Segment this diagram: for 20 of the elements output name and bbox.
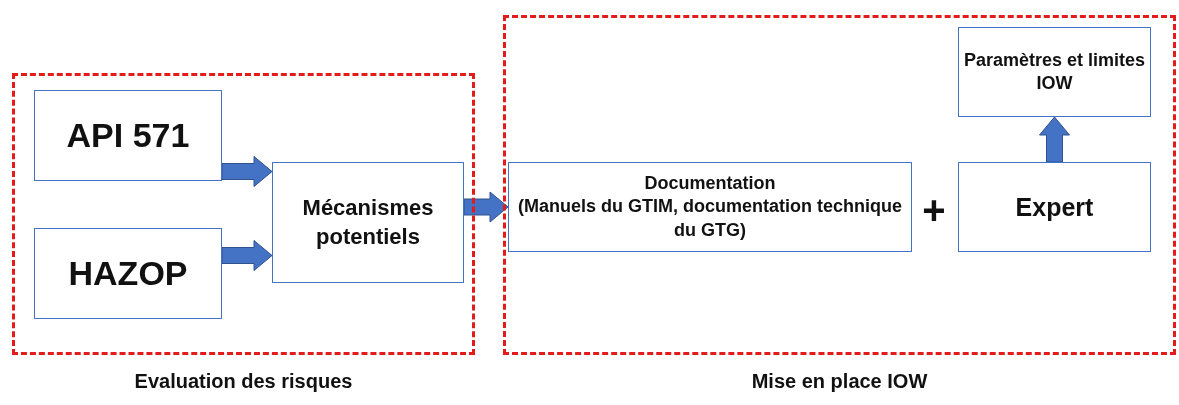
process-box (34, 228, 222, 319)
box-title: Paramètres et limites IOW (963, 48, 1146, 95)
plus-sign: + (921, 188, 947, 232)
block-arrow (221, 240, 273, 271)
block-arrow (1039, 116, 1070, 163)
box-title: HAZOP (68, 253, 188, 295)
process-box (34, 90, 222, 181)
box-title: API 571 (66, 115, 190, 157)
process-box (958, 162, 1151, 252)
group-title: Evaluation des risques (133, 370, 354, 393)
block-arrow (463, 191, 509, 223)
block-arrow (221, 156, 273, 187)
box-text: (Manuels du GTIM, documentation technique du GTG) (517, 195, 903, 242)
process-box (958, 27, 1151, 117)
box-title: Documentation (644, 171, 776, 195)
box-title: Expert (1015, 191, 1094, 223)
process-box (508, 162, 912, 252)
process-box (272, 162, 464, 283)
group-title: Mise en place IOW (750, 370, 929, 393)
box-title: Mécanismes potentiels (301, 193, 435, 251)
